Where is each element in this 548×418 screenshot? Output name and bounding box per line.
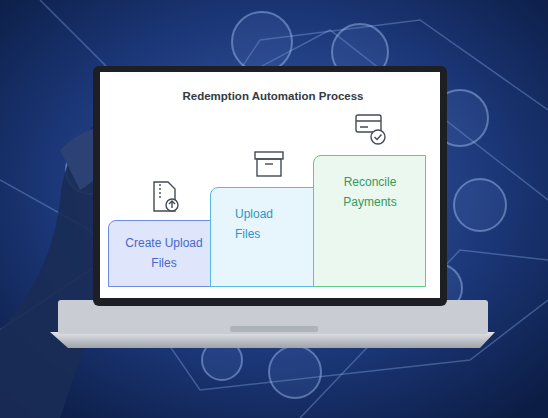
step-box: Create Upload Files — [108, 220, 218, 287]
step-label: Upload Files — [235, 204, 295, 244]
laptop-bezel — [93, 66, 447, 306]
laptop-screen — [100, 72, 440, 298]
step-text-wrap: Upload Files — [235, 204, 295, 244]
archive-box-icon — [255, 152, 283, 176]
step-box: Upload Files — [210, 187, 321, 287]
step-text-wrap: Reconcile Payments — [330, 172, 410, 212]
zip-file-icon — [154, 182, 178, 211]
laptop-base — [50, 332, 495, 348]
diagram-title: Redemption Automation Process — [110, 90, 436, 102]
step-label: Reconcile Payments — [330, 172, 410, 212]
laptop-notch — [230, 326, 318, 332]
card-check-icon — [356, 115, 385, 144]
step-box: Reconcile Payments — [313, 155, 426, 287]
step-text-wrap: Create Upload Files — [116, 233, 212, 273]
step-label: Create Upload Files — [116, 233, 212, 273]
